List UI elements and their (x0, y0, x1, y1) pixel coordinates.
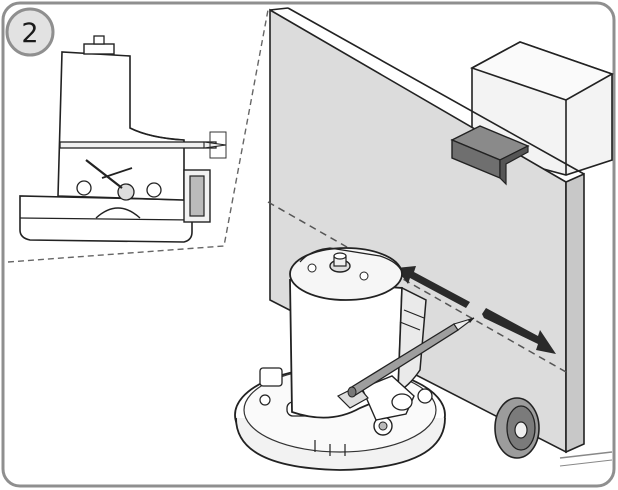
step-number: 2 (21, 18, 38, 49)
reference-line (267, 201, 567, 373)
step-badge: 2 (5, 7, 55, 57)
gate-wheel (494, 397, 540, 459)
ground (559, 451, 613, 467)
inset-motor (19, 35, 227, 243)
detail-inset (7, 9, 269, 263)
arrow-left-icon (396, 266, 470, 308)
motor-unit (234, 247, 446, 471)
gate-bracket (450, 125, 530, 186)
pencil-icon (347, 317, 475, 398)
arrow-right-icon (482, 308, 556, 354)
